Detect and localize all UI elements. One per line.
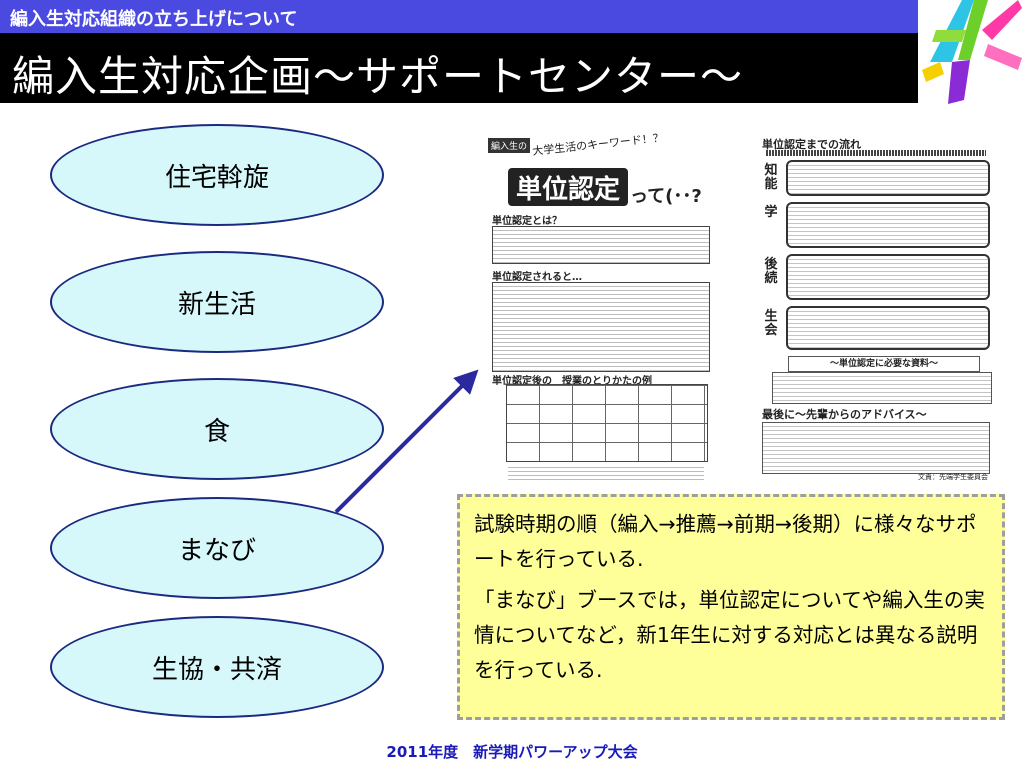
flyer-schedule-table [506, 384, 708, 462]
flyer-step-label: 後続 [764, 257, 778, 286]
logo-icon [922, 0, 1022, 104]
flyer-advice-title: 最後に～先輩からのアドバイス～ [762, 408, 927, 421]
category-food: 食 [50, 378, 384, 480]
callout-paragraph: 「まなび」ブースでは，単位認定についてや編入生の実情についてなど，新1年生に対す… [474, 588, 985, 682]
category-new-life: 新生活 [50, 251, 384, 353]
flyer-required-docs-banner: ～単位認定に必要な資料～ [788, 356, 980, 372]
flyer-heading: 大学生活のキーワード！？ [531, 131, 665, 158]
flyer-step-box [786, 254, 990, 300]
flyer-flow-step: 知 能 [760, 160, 992, 198]
callout-paragraph: 試験時期の順（編入→推薦→前期→後期）に様々なサポートを行っている. [474, 512, 977, 571]
flyer-text-block [492, 282, 710, 372]
flyer-credit-flow: 単位認定までの流れ 知 能 学 後続 生 会 ～単位認定に必要な資料～ 最後に～… [758, 132, 994, 484]
flyer-step-label: 知 能 [764, 163, 778, 192]
category-label: 生協・共済 [151, 654, 282, 685]
flyer-step-label: 生 会 [764, 309, 778, 338]
category-label: 住宅斡旋 [164, 162, 269, 193]
category-label: 新生活 [177, 289, 256, 320]
flyer-footnote [508, 464, 704, 480]
flyer-section-heading: 単位認定後の 授業のとりかたの例 [492, 376, 652, 387]
flyer-flow-note [766, 150, 986, 156]
category-coop-insurance: 生協・共済 [50, 616, 384, 718]
flyer-step-box [786, 306, 990, 350]
slide-subtitle: 編入生対応組織の立ち上げについて [10, 9, 298, 30]
description-callout: 試験時期の順（編入→推薦→前期→後期）に様々なサポートを行っている. 「まなび」… [457, 494, 1005, 720]
flyer-big-word: 単位認定 [508, 168, 628, 206]
category-label: 食 [203, 416, 230, 447]
flyer-text-block [772, 372, 992, 404]
slide-footer: 2011年度 新学期パワーアップ大会 [386, 743, 638, 761]
flyer-section-heading: 単位認定とは？ [492, 216, 562, 227]
flyer-flow-step: 後続 [760, 254, 992, 300]
flyer-text-block [762, 422, 990, 474]
category-label: まなび [177, 535, 256, 566]
category-learning: まなび [50, 497, 384, 599]
flyer-step-box [786, 202, 990, 248]
flyer-badge: 編入生の [488, 138, 531, 153]
flyer-step-box [786, 160, 990, 196]
flyer-credit-recognition: 編入生の 大学生活のキーワード！？ 単位認定 って(･･? 単位認定とは？ 単位… [488, 130, 716, 486]
flyer-flow-title: 単位認定までの流れ [762, 138, 861, 151]
slide-title: 編入生対応企画～サポートセンター～ [12, 52, 744, 101]
category-housing: 住宅斡旋 [50, 124, 384, 226]
flyer-flow-step: 生 会 [760, 306, 992, 350]
flyer-text-block [492, 226, 710, 264]
flyer-section-heading: 単位認定されると… [492, 272, 582, 283]
subtitle-bar: 編入生対応組織の立ち上げについて [0, 0, 918, 33]
title-bar: 編入生対応企画～サポートセンター～ [0, 33, 918, 103]
flyer-step-label: 学 [764, 205, 778, 220]
flyer-signature: 文責：先端学生委員会 [918, 473, 988, 481]
flyer-flow-step: 学 [760, 202, 992, 248]
flyer-big-suffix: って(･･? [630, 186, 702, 207]
